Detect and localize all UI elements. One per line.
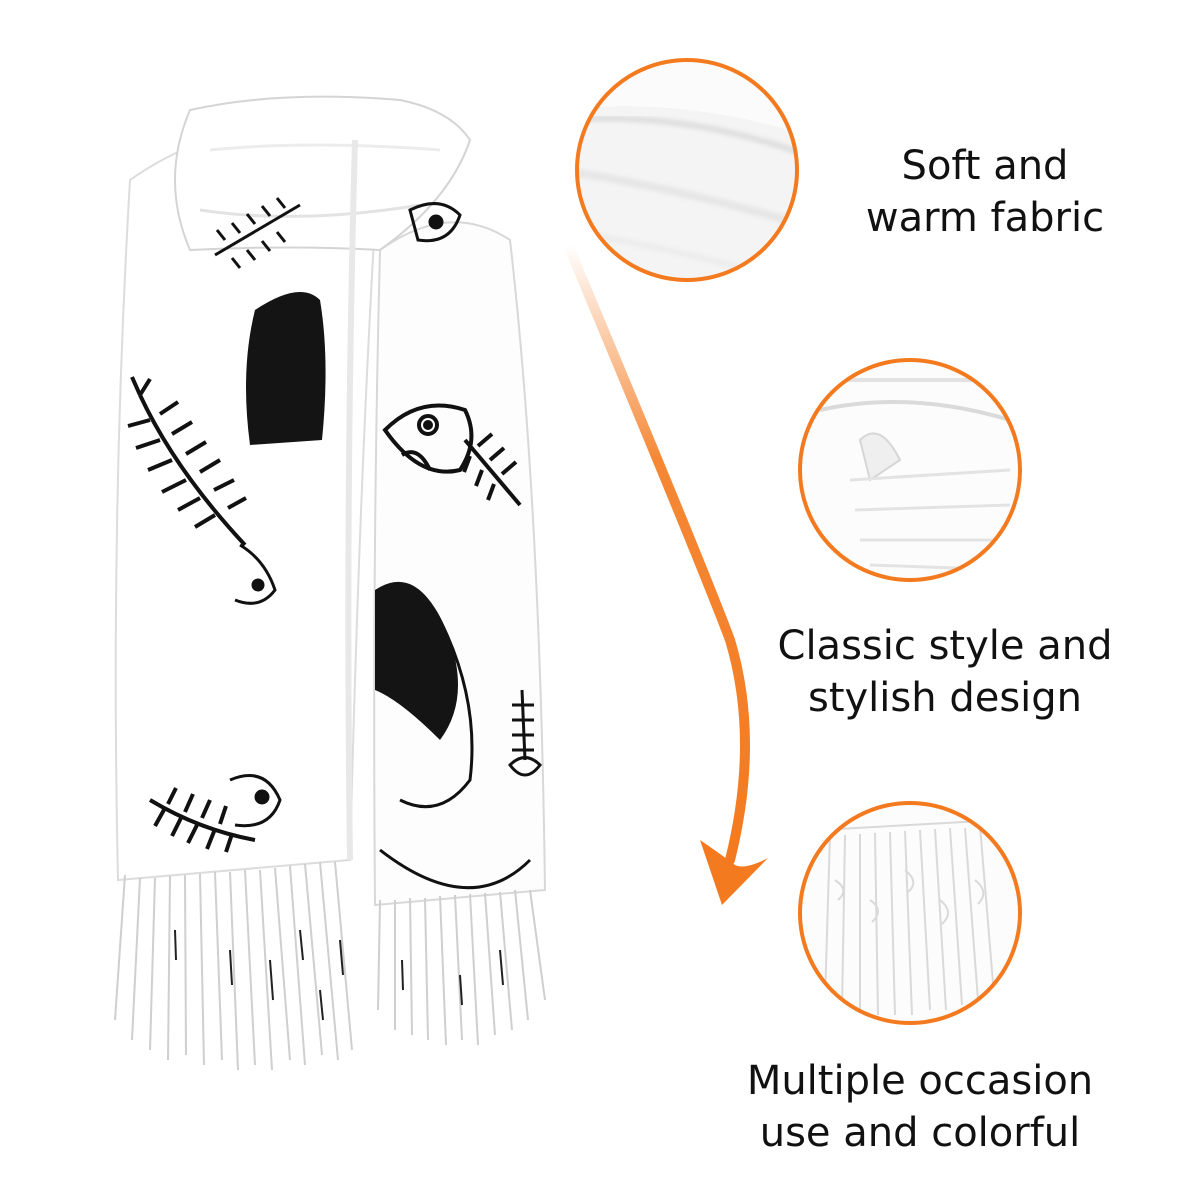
feature-caption-1-line-2: warm fabric <box>865 195 1105 241</box>
detail-circle-fringe <box>798 801 1022 1025</box>
fish-bone-motif-5 <box>508 689 542 777</box>
fish-bone-motif-2 <box>127 376 247 547</box>
feature-caption-3-line-1: Multiple occasion <box>746 1058 1094 1104</box>
fish-head-motif-1 <box>234 543 277 605</box>
scarf-fringe-right <box>377 889 546 1046</box>
fish-head-motif-4 <box>408 202 462 243</box>
arrow-icon <box>563 240 768 905</box>
fish-bone-motif-4 <box>462 432 522 507</box>
feature-caption-2: Classic style and stylish design <box>770 620 1120 724</box>
scarf-fringe-left <box>114 861 353 1071</box>
feature-caption-2-line-2: stylish design <box>807 675 1083 721</box>
fish-head-motif-3 <box>382 403 474 474</box>
detail-circle-soft-fabric <box>575 58 799 282</box>
circle-motif <box>375 581 532 890</box>
feature-caption-1: Soft and warm fabric <box>840 140 1130 244</box>
feature-caption-3-line-2: use and colorful <box>759 1110 1081 1156</box>
fish-bone-motif-3 <box>148 787 256 853</box>
fish-bone-motif-1 <box>214 197 301 269</box>
feature-caption-2-line-1: Classic style and <box>777 623 1113 669</box>
scarf-fringe-left-dark <box>174 929 344 1021</box>
scarf <box>114 95 547 1071</box>
dark-motif <box>246 292 326 445</box>
scarf-fringe-right-dark <box>401 949 504 1006</box>
feature-caption-3: Multiple occasion use and colorful <box>735 1055 1105 1159</box>
feature-caption-1-line-1: Soft and <box>901 143 1069 189</box>
detail-circle-classic-style <box>798 358 1022 582</box>
fish-head-motif-2 <box>229 774 282 828</box>
